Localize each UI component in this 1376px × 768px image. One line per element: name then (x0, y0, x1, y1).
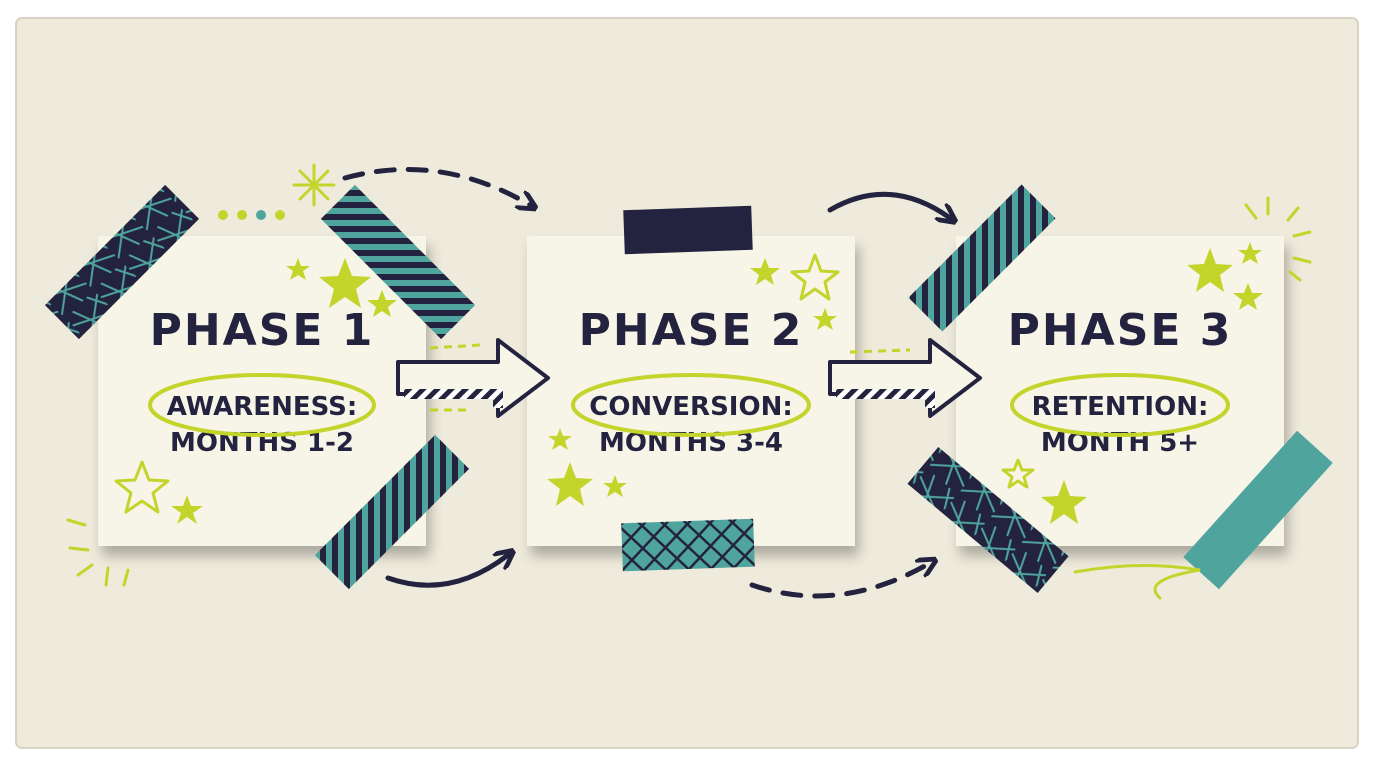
dashed-curved-arrow-icon (342, 166, 530, 205)
phase-card-2: PHASE 2 CONVERSION: MONTHS 3-4 (527, 236, 855, 546)
phase-period: MONTHS 1-2 (170, 428, 354, 458)
phase-period: MONTHS 3-4 (599, 428, 783, 458)
phase-name: RETENTION: (1031, 392, 1209, 422)
phase-title: PHASE 2 (578, 305, 804, 356)
phase-title: PHASE 3 (1007, 305, 1233, 356)
phase-period: MONTH 5+ (1040, 428, 1200, 458)
phase-card-3: PHASE 3 RETENTION: MONTH 5+ (956, 236, 1284, 546)
dots-icon (218, 210, 285, 220)
phase-title: PHASE 1 (149, 305, 375, 356)
sparkle-icon (292, 163, 336, 207)
phase-name: AWARENESS: (166, 392, 358, 422)
phase-name: CONVERSION: (589, 392, 793, 422)
phase-card-1: PHASE 1 AWARENESS: MONTHS 1-2 (98, 236, 426, 546)
